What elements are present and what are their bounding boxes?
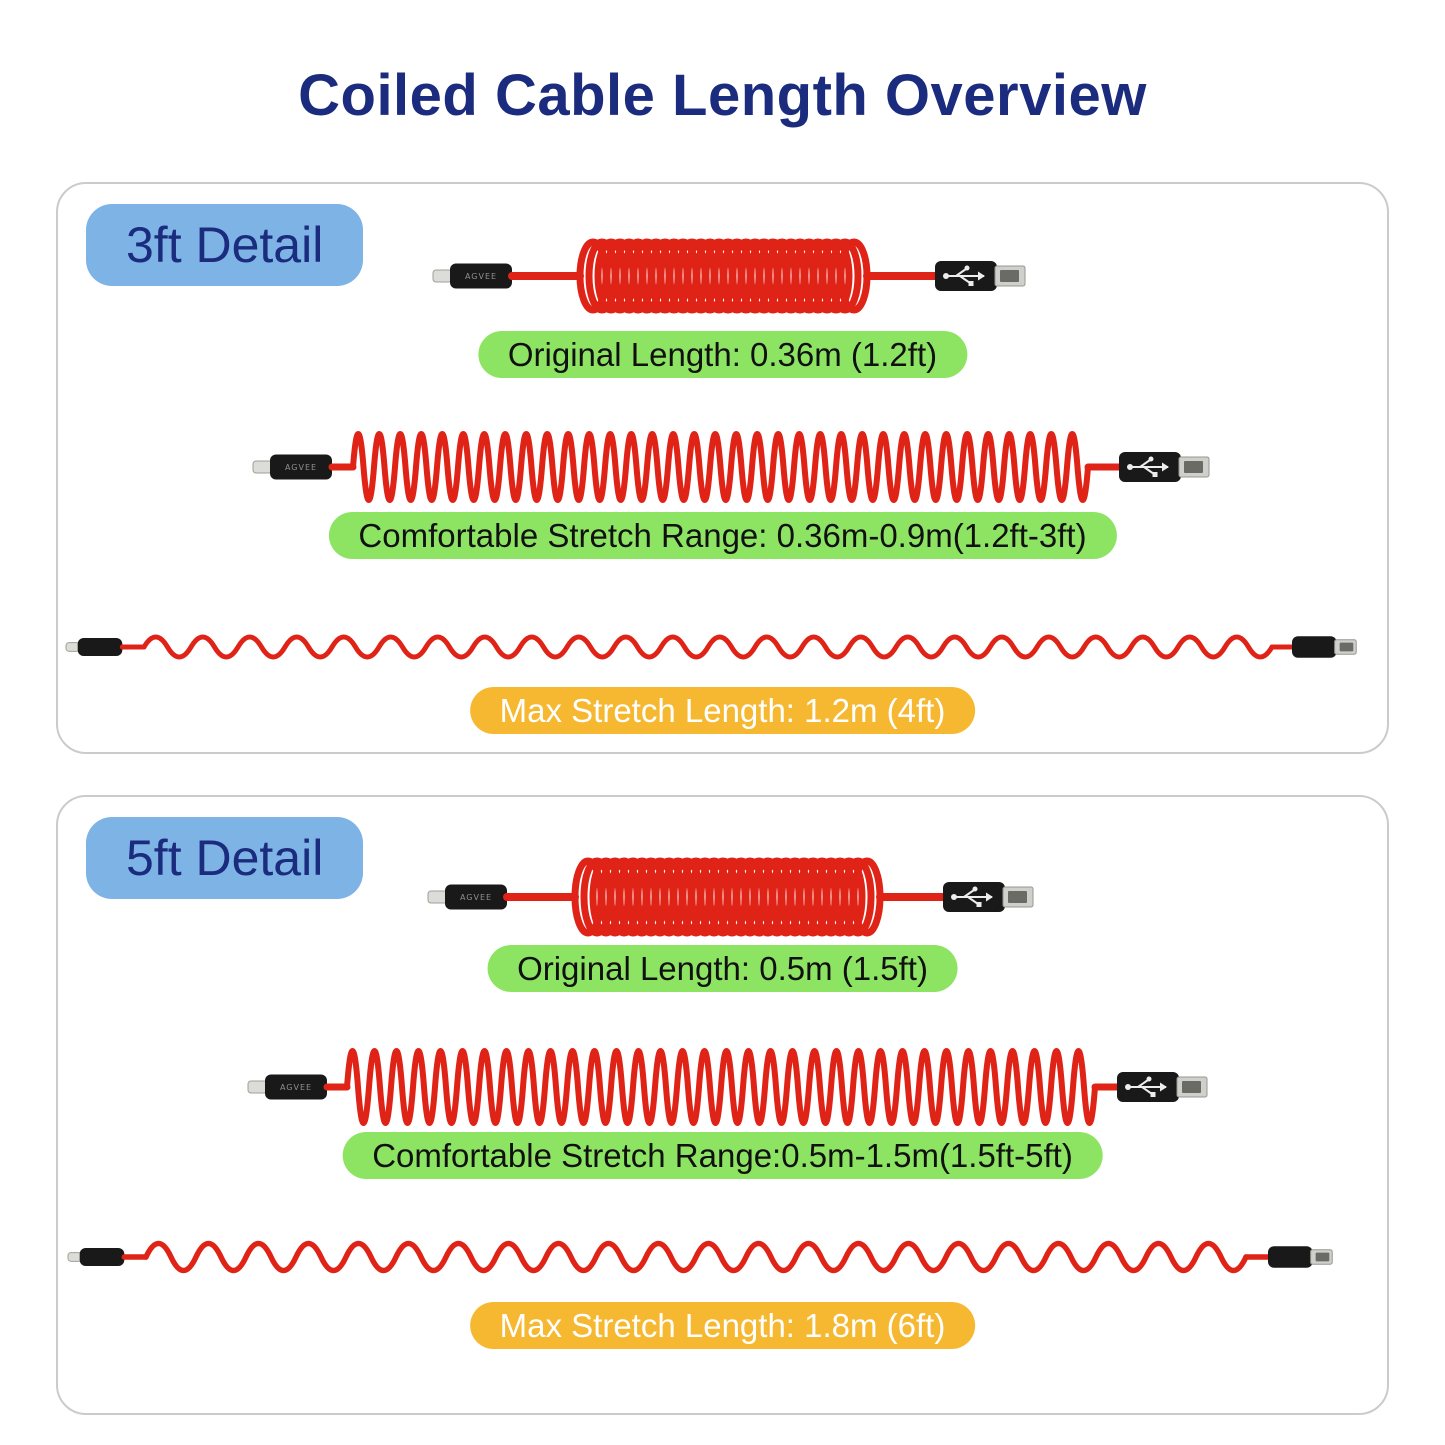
connector-brand-text: AGVEE: [279, 1083, 311, 1092]
connector-brand-text: AGVEE: [464, 272, 496, 281]
lightning-connector-icon: AGVEE: [427, 884, 507, 910]
usb-connector-icon: [1267, 1246, 1333, 1268]
coiled-cable-3ft-compact-image: AGVEE: [432, 238, 1025, 314]
coiled-cable-5ft-stretched-image: AGVEE: [247, 1048, 1207, 1126]
cable-coil: [576, 238, 870, 314]
comfortable-stretch-label-3ft: Comfortable Stretch Range: 0.36m-0.9m(1.…: [328, 512, 1117, 559]
page-title: Coiled Cable Length Overview: [298, 63, 1147, 128]
usb-connector-icon: [1291, 636, 1357, 658]
lightning-connector-icon: AGVEE: [252, 454, 332, 480]
panel-3ft-detail: 3ft Detail AGVEE Original Length: 0.36m …: [56, 182, 1389, 754]
cable-wave: [349, 431, 1091, 503]
cable-wave: [141, 634, 1274, 660]
lightning-connector-icon: [67, 1248, 124, 1266]
usb-connector-icon: [942, 882, 1033, 912]
original-length-label-5ft: Original Length: 0.5m (1.5ft): [487, 945, 958, 992]
connector-brand-text: AGVEE: [459, 893, 491, 902]
lightning-connector-icon: [65, 638, 122, 656]
coiled-cable-3ft-stretched-image: AGVEE: [252, 431, 1209, 503]
cable-coil: [571, 857, 883, 937]
lightning-connector-icon: AGVEE: [247, 1074, 327, 1100]
badge-3ft-detail: 3ft Detail: [86, 204, 364, 286]
coiled-cable-5ft-max-stretch-image: [67, 1240, 1333, 1274]
usb-connector-icon: [934, 261, 1025, 291]
connector-brand-text: AGVEE: [284, 463, 316, 472]
panel-5ft-detail: 5ft Detail AGVEE Original Length: 0.5m (…: [56, 795, 1389, 1415]
coiled-cable-5ft-compact-image: AGVEE: [427, 857, 1033, 937]
original-length-label-3ft: Original Length: 0.36m (1.2ft): [477, 331, 968, 378]
cable-wave: [142, 1240, 1249, 1274]
lightning-connector-icon: AGVEE: [432, 263, 512, 289]
cable-wave: [343, 1048, 1098, 1126]
max-stretch-label-3ft: Max Stretch Length: 1.2m (4ft): [469, 687, 976, 734]
coiled-cable-3ft-max-stretch-image: [65, 634, 1357, 660]
usb-connector-icon: [1116, 1072, 1207, 1102]
usb-connector-icon: [1118, 452, 1209, 482]
max-stretch-label-5ft: Max Stretch Length: 1.8m (6ft): [469, 1302, 976, 1349]
comfortable-stretch-label-5ft: Comfortable Stretch Range:0.5m-1.5m(1.5f…: [342, 1132, 1103, 1179]
badge-5ft-detail: 5ft Detail: [86, 817, 364, 899]
